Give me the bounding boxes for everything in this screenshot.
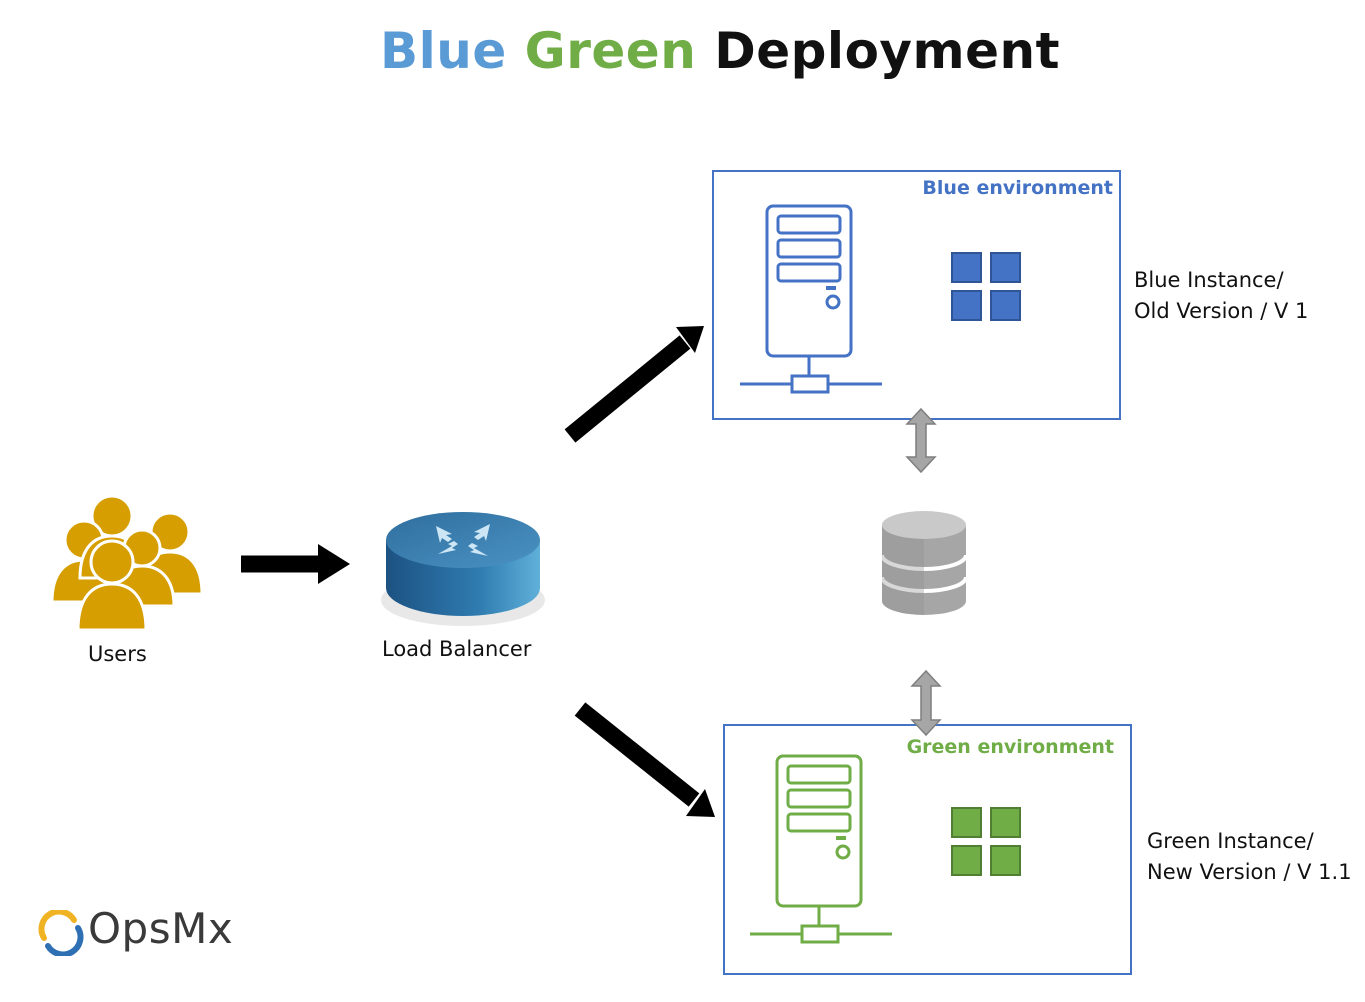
- blue-instance-line1: Blue Instance/: [1134, 268, 1284, 292]
- opsmx-logo-text: OpsMx: [88, 904, 234, 953]
- arrow-db-to-green: [910, 669, 942, 737]
- users-icon: [50, 494, 204, 632]
- green-instance-description: Green Instance/ New Version / V 1.1: [1147, 826, 1352, 888]
- blue-environment-label: Blue environment: [922, 177, 1113, 199]
- green-instance-line2: New Version / V 1.1: [1147, 860, 1352, 884]
- blue-windows-grid-icon: [951, 252, 1021, 321]
- arrow-blue-to-db: [905, 407, 937, 474]
- database-icon: [880, 511, 968, 615]
- users-label: Users: [88, 642, 147, 666]
- arrow-users-to-lb: [241, 544, 350, 584]
- title-word-blue: Blue: [379, 22, 507, 80]
- green-server-icon: [750, 754, 892, 944]
- arrow-lb-to-blue: [564, 326, 704, 443]
- page-title: Blue Green Deployment: [0, 22, 1365, 80]
- blue-server-icon: [740, 204, 882, 394]
- blue-instance-description: Blue Instance/ Old Version / V 1: [1134, 265, 1308, 327]
- title-word-deployment: Deployment: [714, 22, 1061, 80]
- green-environment-label: Green environment: [906, 736, 1114, 758]
- blue-instance-line2: Old Version / V 1: [1134, 299, 1309, 323]
- arrow-lb-to-green: [574, 702, 715, 817]
- green-windows-grid-icon: [951, 807, 1021, 876]
- load-balancer-label: Load Balancer: [382, 637, 532, 661]
- title-word-green: Green: [524, 22, 697, 80]
- router-icon: [381, 512, 545, 626]
- blue-environment-box: Blue environment: [712, 170, 1121, 420]
- opsmx-logo-icon: [38, 910, 84, 956]
- green-instance-line1: Green Instance/: [1147, 829, 1314, 853]
